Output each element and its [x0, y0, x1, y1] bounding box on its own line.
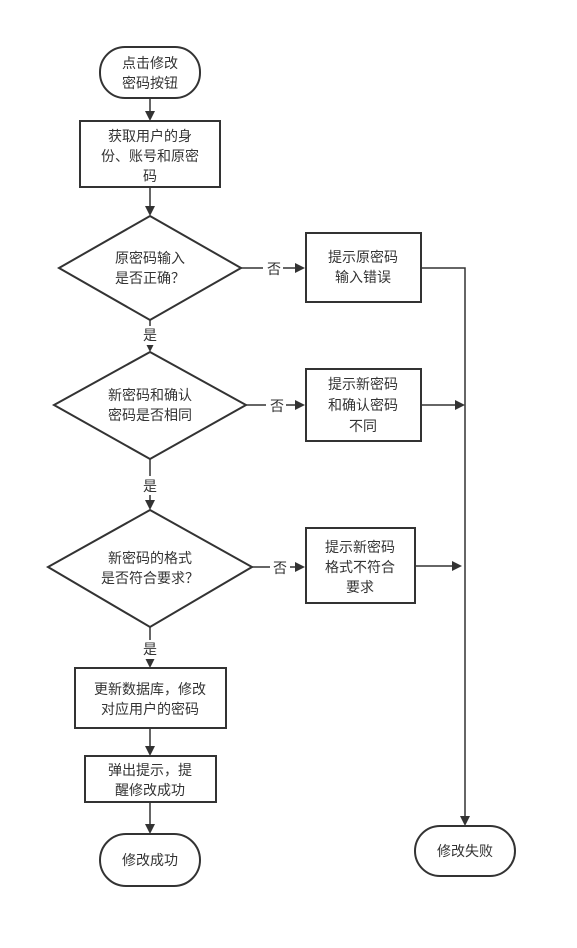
node-err-same-line-2: 和确认密码	[328, 397, 398, 414]
node-success: 修改成功	[99, 833, 201, 887]
node-err-old: 提示原密码 输入错误	[305, 232, 422, 303]
arrowhead	[145, 500, 155, 510]
node-fail: 修改失败	[414, 825, 516, 877]
node-err-same-line-3: 不同	[349, 419, 377, 435]
arrowhead	[295, 263, 305, 273]
edge-err-old-to-fail	[421, 267, 466, 818]
node-start-line-1: 点击修改	[122, 56, 178, 72]
arrowhead	[145, 824, 155, 834]
arrowhead	[145, 206, 155, 216]
node-check-same-line-2: 密码是否相同	[108, 407, 192, 424]
node-check-same-line-1: 新密码和确认	[108, 387, 192, 404]
node-check-format-line-1: 新密码的格式	[108, 550, 192, 567]
node-get-info: 获取用户的身 份、账号和原密 码	[79, 120, 221, 188]
arrowhead	[145, 111, 155, 121]
node-success-label: 修改成功	[122, 853, 178, 869]
edge-labels: 否 否 否 是 是 是	[140, 259, 290, 659]
edge-label-no: 否	[267, 262, 281, 278]
arrowhead	[460, 816, 470, 826]
node-start-line-2: 密码按钮	[122, 75, 178, 92]
node-err-same: 提示新密码 和确认密码 不同	[305, 368, 422, 442]
arrowhead	[455, 400, 465, 410]
node-get-info-line-1: 获取用户的身	[108, 128, 192, 145]
arrowhead	[295, 562, 305, 572]
edge-label-no: 否	[270, 399, 284, 415]
node-fail-label: 修改失败	[437, 844, 493, 860]
node-err-old-line-1: 提示原密码	[328, 249, 398, 266]
arrowhead	[452, 561, 462, 571]
node-update-db: 更新数据库，修改 对应用户的密码	[74, 667, 227, 729]
node-check-old-line-1: 原密码输入	[115, 250, 185, 267]
node-popup-line-2: 醒修改成功	[115, 783, 185, 799]
edge-label-yes: 是	[143, 479, 157, 495]
arrowhead	[295, 400, 305, 410]
node-check-old-line-2: 是否正确？	[115, 271, 185, 287]
node-err-format-line-1: 提示新密码	[325, 539, 395, 556]
node-get-info-line-2: 份、账号和原密	[101, 148, 199, 165]
node-err-same-line-1: 提示新密码	[328, 376, 398, 393]
node-err-format-line-2: 格式不符合	[325, 560, 395, 576]
node-err-old-line-2: 输入错误	[335, 270, 391, 286]
node-check-old: 原密码输入 是否正确？	[56, 214, 244, 322]
node-check-format-line-2: 是否符合要求？	[101, 571, 199, 587]
arrowhead	[145, 658, 155, 668]
node-get-info-line-3: 码	[143, 169, 157, 185]
arrowhead	[145, 746, 155, 756]
node-err-format: 提示新密码 格式不符合 要求	[305, 527, 416, 604]
node-check-same: 新密码和确认 密码是否相同	[51, 350, 249, 461]
node-update-db-line-2: 对应用户的密码	[101, 701, 199, 718]
node-update-db-line-1: 更新数据库，修改	[94, 682, 206, 698]
node-err-format-line-3: 要求	[346, 580, 374, 596]
edge-label-no: 否	[273, 561, 287, 577]
node-popup-line-1: 弹出提示，提	[108, 763, 192, 779]
node-popup: 弹出提示，提 醒修改成功	[84, 755, 217, 803]
node-start: 点击修改 密码按钮	[99, 46, 201, 99]
connectors	[145, 98, 470, 834]
edge-label-yes: 是	[143, 328, 157, 344]
node-check-format: 新密码的格式 是否符合要求？	[45, 508, 255, 629]
edge-label-yes: 是	[143, 642, 157, 658]
